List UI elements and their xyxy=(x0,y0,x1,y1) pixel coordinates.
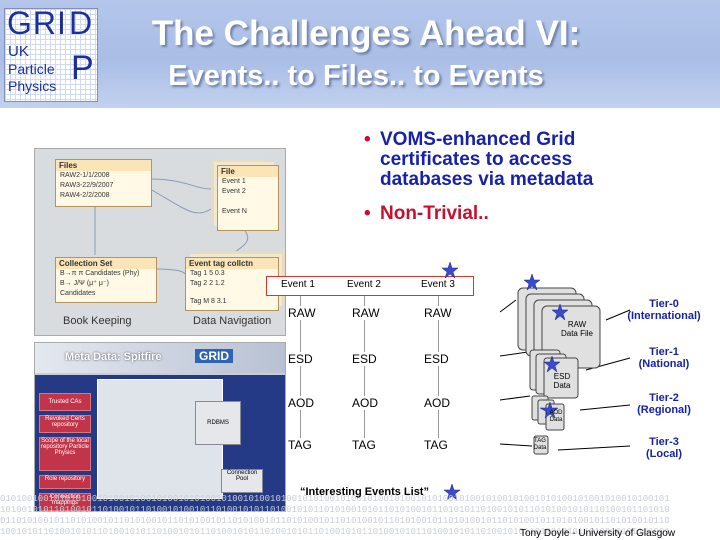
spitfire-banner: Meta Data: Spitfire GRID xyxy=(35,343,285,373)
gridpp-logo: GRI D P UK Particle Physics xyxy=(4,5,98,102)
data-navigation-caption: Data Navigation xyxy=(193,315,272,327)
files-card: Files RAW2-1/1/2008 RAW3-22/9/2007 RAW4-… xyxy=(55,159,152,207)
tier-name: Tier-1 xyxy=(649,346,679,358)
bookkeeping-links xyxy=(94,178,249,275)
event-header: Event 3 xyxy=(421,279,455,290)
event-table: Event 1 Event 2 Event 3 RAW RAW RAW ESD … xyxy=(266,276,484,492)
collection-header: Collection Set xyxy=(56,258,156,269)
footer-credit: Tony Doyle - University of Glasgow xyxy=(520,528,676,539)
header-bar: GRI D P UK Particle Physics The Challeng… xyxy=(0,0,720,108)
file-entry: RAW3-22/9/2007 xyxy=(60,182,114,189)
tier-scope: (National) xyxy=(638,358,690,370)
file-entry: RAW4-2/2/2008 xyxy=(60,192,110,199)
logo-uk-text: UK xyxy=(8,43,29,60)
event-tag-header: Event tag collctn xyxy=(186,258,278,269)
event-header-row: Event 1 Event 2 Event 3 xyxy=(266,276,474,296)
table-cell: ESD xyxy=(288,352,313,366)
collection-row: B→π π Candidates (Phy) xyxy=(60,270,140,277)
spitfire-grid-label: GRID xyxy=(195,349,233,363)
tier-name: Tier-3 xyxy=(649,436,679,448)
bullet-voms: • VOMS-enhanced Grid certificates to acc… xyxy=(364,129,594,190)
revoked-certs-box: Revoked Certs repository xyxy=(39,415,91,433)
logo-physics-text: Physics xyxy=(8,78,57,94)
tier-scope: (Local) xyxy=(645,448,683,460)
logo-grid-text: GRI xyxy=(7,5,67,41)
rdbms-box: RDBMS xyxy=(195,401,241,445)
table-cell: AOD xyxy=(424,396,451,410)
event-header: Event 2 xyxy=(347,279,381,290)
bookkeeping-caption: Book Keeping xyxy=(63,315,132,327)
table-cell: TAG xyxy=(424,438,448,452)
column-line xyxy=(300,296,301,446)
event-header: Event 1 xyxy=(281,279,315,290)
connection-pool-box: Connection Pool xyxy=(221,469,263,493)
file-row: Event N xyxy=(222,208,247,215)
bullet-non-trivial: • Non-Trivial.. xyxy=(364,203,489,224)
collection-set-card: Collection Set B→π π Candidates (Phy) B→… xyxy=(55,257,157,303)
event-tag-card: Event tag collctn Tag 1 5 0.3 Tag 2 2 1.… xyxy=(185,257,279,311)
table-cell: AOD xyxy=(352,396,379,410)
tier-scope: (International) xyxy=(627,310,701,322)
event-tag-row: Tag 2 2 1.2 xyxy=(190,280,225,287)
trusted-cas-box: Trusted CAs xyxy=(39,393,91,411)
bookkeeping-figure: Files RAW2-1/1/2008 RAW3-22/9/2007 RAW4-… xyxy=(34,148,286,336)
event-tag-row: Tag 1 5 0.3 xyxy=(190,270,225,277)
tier-scope: (Regional) xyxy=(637,404,691,416)
interesting-events-list: “Interesting Events List” xyxy=(300,486,429,498)
tier-0-label: Tier-0 (International) xyxy=(614,298,714,322)
table-cell: TAG xyxy=(288,438,312,452)
file-card: File Event 1 Event 2 Event N xyxy=(217,165,279,231)
connection-mappings-box: Connection mappings xyxy=(39,493,91,511)
spitfire-figure: Meta Data: Spitfire GRID Trusted CAs Rev… xyxy=(34,342,286,512)
bullet-dot: • xyxy=(364,129,371,150)
files-header: Files xyxy=(56,160,151,171)
tier-2-label: Tier-2 (Regional) xyxy=(614,392,714,416)
file-row: Event 2 xyxy=(222,188,246,195)
file-row: Event 1 xyxy=(222,178,246,185)
collection-row: B→ J/Ψ (μ⁺ μ⁻) xyxy=(60,280,109,287)
table-cell: RAW xyxy=(352,306,380,320)
logo-particle-text: Particle xyxy=(8,61,55,77)
bullet-dot: • xyxy=(364,203,371,224)
table-cell: TAG xyxy=(352,438,376,452)
slide-subtitle: Events.. to Files.. to Events xyxy=(168,60,544,92)
aod-data-label: AOD Data xyxy=(549,410,563,423)
bullet-line: databases via metadata xyxy=(380,169,594,190)
tier-3-label: Tier-3 (Local) xyxy=(614,436,714,460)
slide-title: The Challenges Ahead VI: xyxy=(151,14,581,53)
column-line xyxy=(364,296,365,446)
event-tag-row: Tag M 8 3.1 xyxy=(190,298,227,305)
table-cell: ESD xyxy=(352,352,377,366)
logo-p-text: P xyxy=(71,49,94,87)
bullet-line: certificates to access xyxy=(380,149,573,170)
bullet-line: Non-Trivial.. xyxy=(380,203,489,224)
tag-data-label: TAG Data xyxy=(533,438,547,451)
role-repository-box: Role repository xyxy=(39,475,91,489)
file-entry: RAW2-1/1/2008 xyxy=(60,172,110,179)
spitfire-title: Meta Data: Spitfire xyxy=(65,351,162,363)
table-cell: ESD xyxy=(424,352,449,366)
tier-1-label: Tier-1 (National) xyxy=(614,346,714,370)
binary-background: 0101001001010101001010010100101001010100… xyxy=(0,494,670,537)
scope-box: Scope of the local repository Particle P… xyxy=(39,437,91,471)
raw-data-file-label: RAW Data File xyxy=(560,320,593,338)
column-line xyxy=(438,296,439,446)
table-cell: AOD xyxy=(288,396,315,410)
bullet-line: VOMS-enhanced Grid xyxy=(380,129,576,150)
table-cell: RAW xyxy=(288,306,316,320)
tier-name: Tier-0 xyxy=(649,298,679,310)
table-cell: RAW xyxy=(424,306,452,320)
esd-data-label: ESD Data xyxy=(553,372,571,390)
logo-d-text: D xyxy=(69,5,93,41)
collection-row: Candidates xyxy=(60,290,96,297)
file-header: File xyxy=(218,166,278,177)
tier-name: Tier-2 xyxy=(649,392,679,404)
